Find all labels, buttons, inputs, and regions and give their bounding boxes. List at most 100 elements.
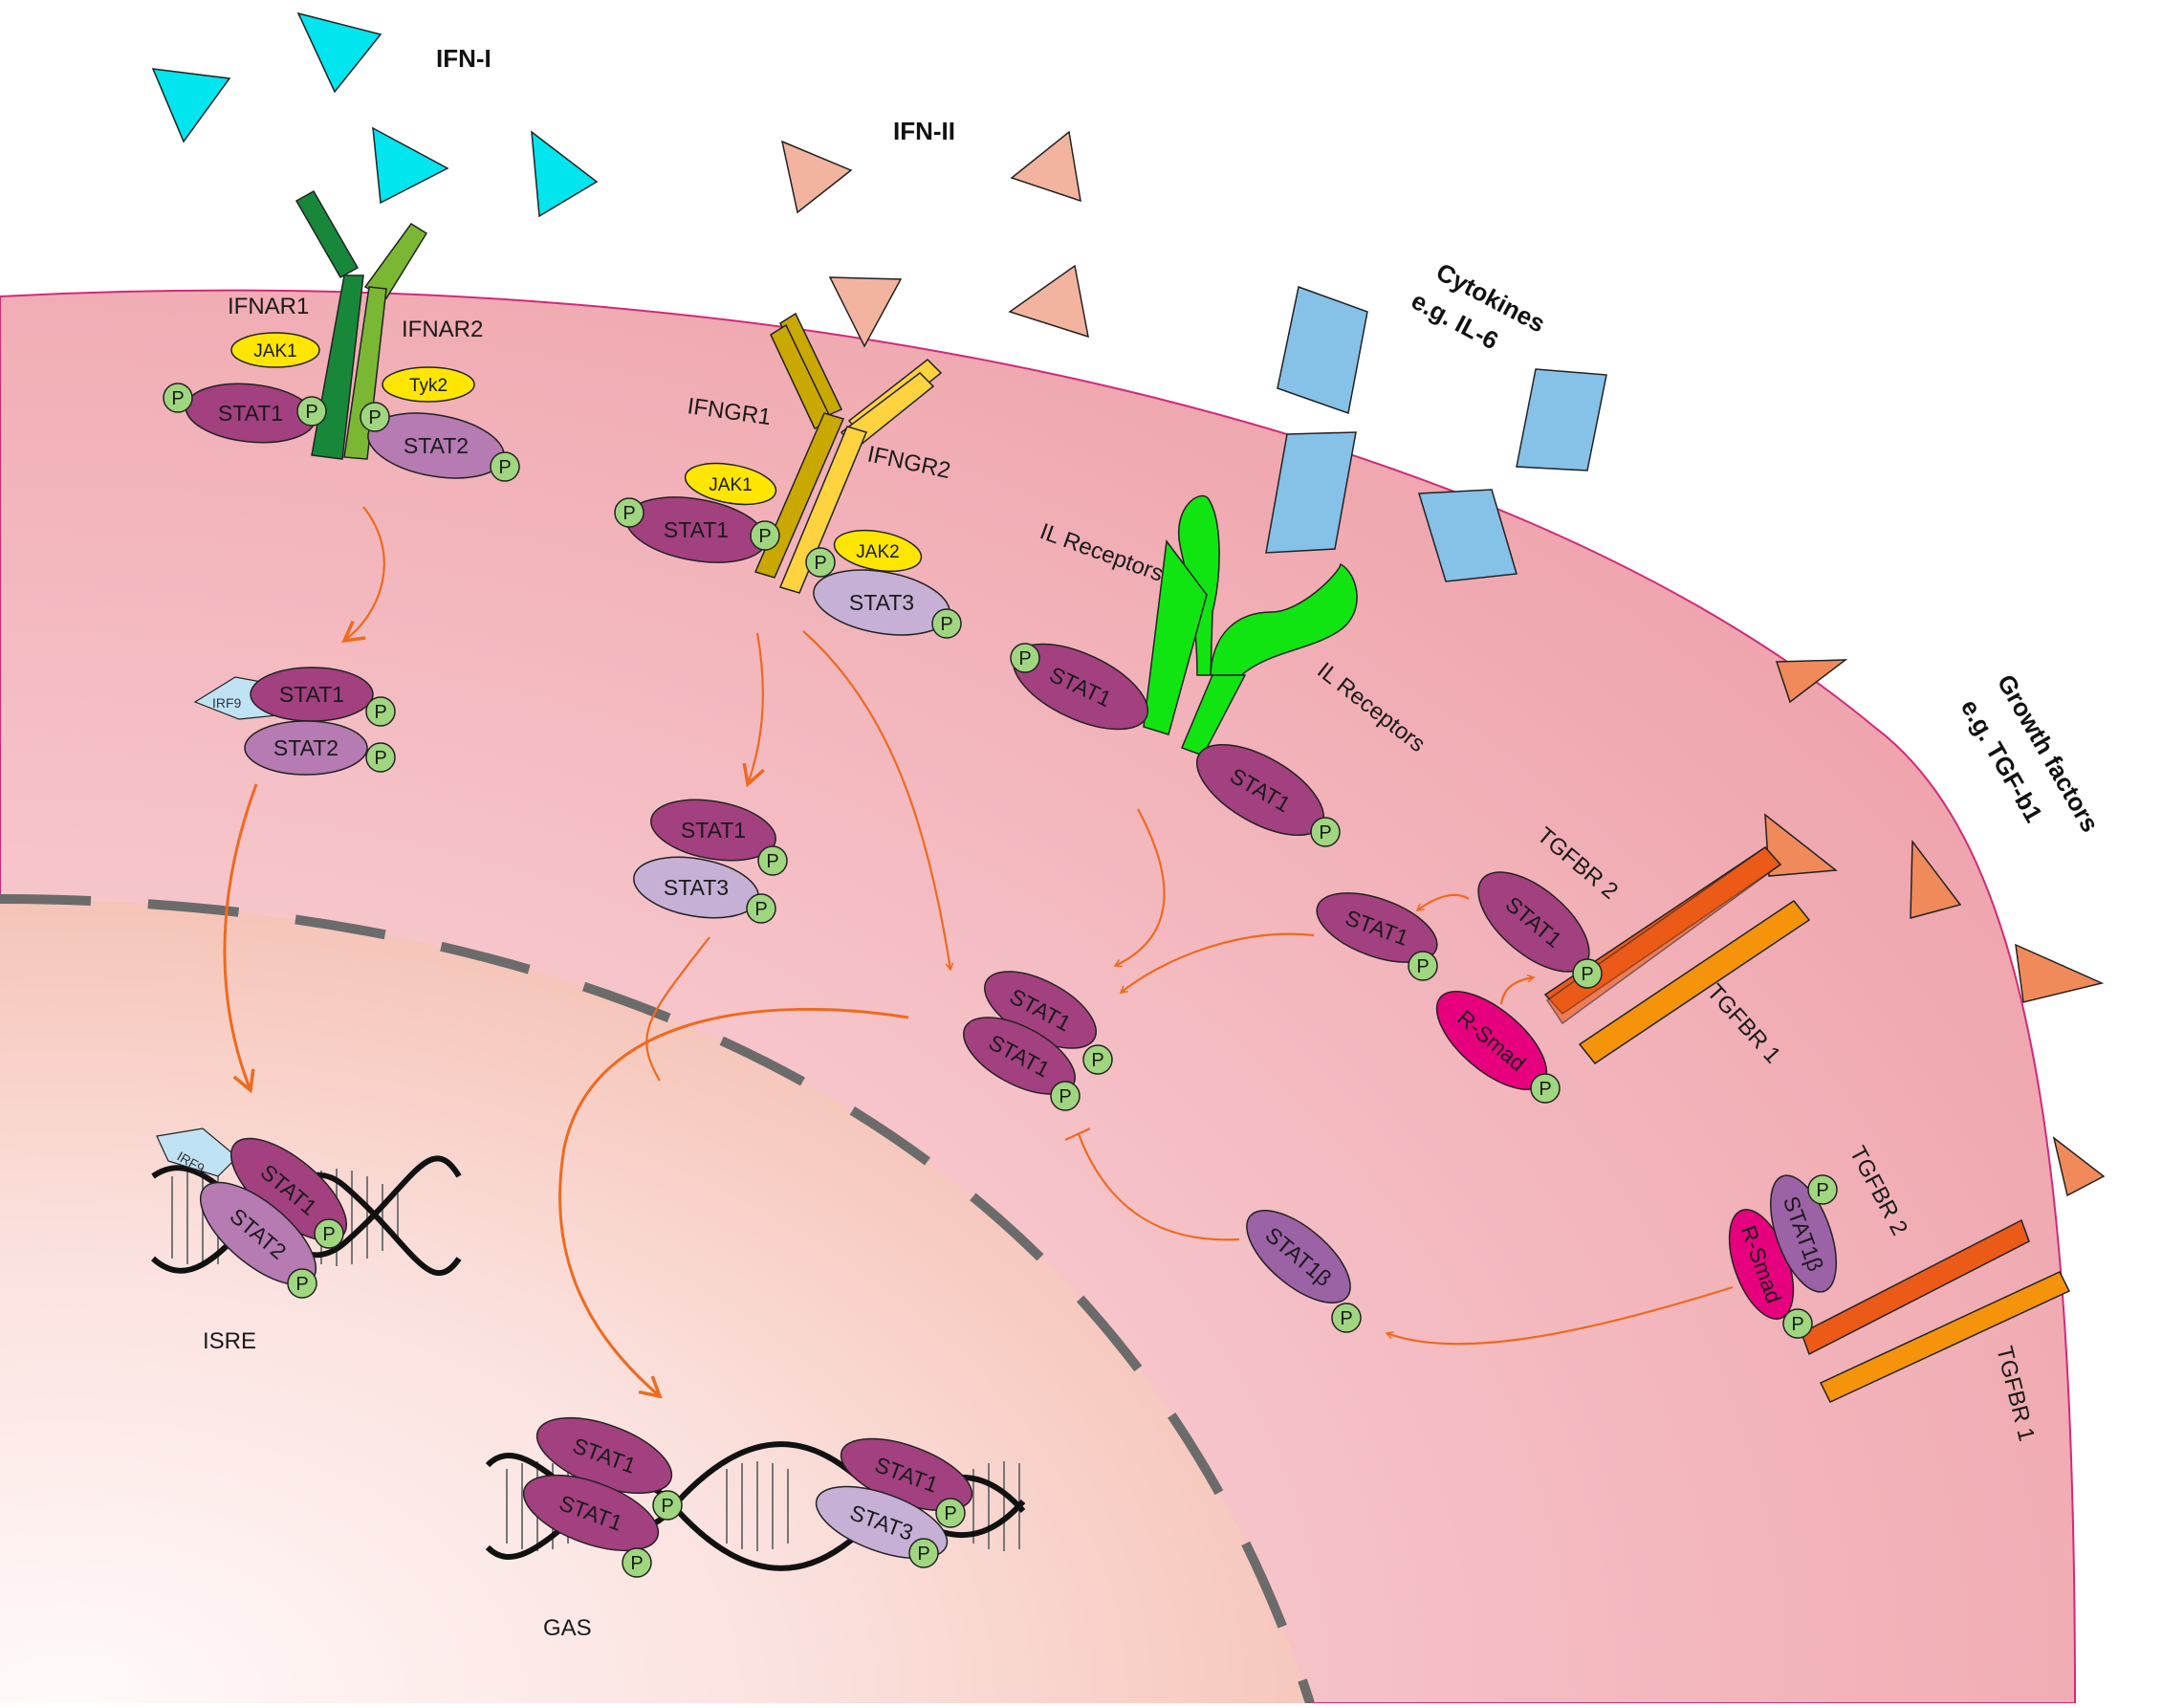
stat1-il-1: STAT1 <box>1012 643 1149 731</box>
arrow-rsmad-to-tgfbr <box>1499 977 1534 1005</box>
phosphate-16: P <box>1310 817 1341 847</box>
svg-text:P: P <box>305 402 317 423</box>
svg-text:P: P <box>374 748 386 769</box>
svg-text:JAK1: JAK1 <box>253 341 296 361</box>
phosphate-11: P <box>757 845 788 876</box>
svg-text:P: P <box>917 1544 929 1565</box>
stat1-ifnar: STAT1 <box>185 383 317 444</box>
svg-text:P: P <box>1416 956 1429 977</box>
svg-text:P: P <box>171 388 184 409</box>
growth-factor-ligands <box>1764 659 2106 1197</box>
stat1-homodimer-gas: STAT1 STAT1 <box>522 1416 673 1552</box>
stat1-stat2-dimer-cytoplasm: STAT1 STAT2 <box>244 667 374 776</box>
svg-text:P: P <box>754 899 767 920</box>
arrow-tgfbr-stat1-to-free <box>1417 893 1470 910</box>
phosphate-3: P <box>360 402 390 432</box>
stat1-homodimer-cytoplasm: STAT1 STAT1 <box>963 971 1097 1095</box>
svg-text:P: P <box>814 553 826 574</box>
phosphate-21: P <box>1807 1174 1838 1205</box>
svg-text:P: P <box>758 526 771 547</box>
stat1-stat3-dimer-cytoplasm: STAT1 STAT3 <box>633 799 776 919</box>
svg-text:P: P <box>940 614 952 635</box>
phosphate-17: P <box>1408 951 1438 981</box>
tgfbr2-receptor-lower <box>1801 1218 2030 1356</box>
svg-text:P: P <box>1059 1086 1071 1107</box>
phosphate-18: P <box>1572 958 1603 989</box>
jak1-ifngr: JAK1 <box>684 462 777 506</box>
svg-text:STAT3: STAT3 <box>849 590 914 615</box>
phosphate-8: P <box>931 608 962 639</box>
svg-text:P: P <box>1816 1180 1828 1201</box>
svg-text:P: P <box>368 407 381 428</box>
phosphate-25: P <box>652 1490 683 1521</box>
phosphate-20: P <box>1782 1308 1813 1339</box>
arrow-tgfbr-to-stat1b <box>1387 1285 1734 1346</box>
isre-label: ISRE <box>203 1328 256 1354</box>
arrow-homodimer-to-gas <box>558 1007 909 1399</box>
svg-text:P: P <box>295 1274 308 1295</box>
svg-text:JAK1: JAK1 <box>709 475 752 495</box>
phosphate-24: P <box>287 1268 317 1299</box>
phosphate-7: P <box>805 547 836 578</box>
svg-text:Tyk2: Tyk2 <box>409 376 448 396</box>
svg-text:STAT2: STAT2 <box>273 735 338 760</box>
ifnar1-label: IFNAR1 <box>228 294 309 319</box>
tyk2-ifnar: Tyk2 <box>382 366 475 403</box>
svg-text:P: P <box>498 457 511 478</box>
svg-text:P: P <box>374 702 386 723</box>
ifnar2-receptor <box>343 222 428 460</box>
svg-text:IRF9: IRF9 <box>212 695 242 711</box>
ifn-i-ligands <box>151 11 599 218</box>
phosphate-9: P <box>365 696 396 727</box>
svg-text:P: P <box>1018 648 1031 669</box>
stat1-stat3-dimer-gas: STAT1 STAT3 <box>815 1437 973 1560</box>
arrow-il-to-homodimer <box>1115 808 1166 966</box>
svg-text:P: P <box>944 1503 956 1524</box>
tgfbr2-receptor-upper <box>1543 846 1782 1025</box>
svg-text:JAK2: JAK2 <box>856 542 899 562</box>
tgfbr1-receptor-upper <box>1578 899 1811 1065</box>
stat2-ifnar: STAT2 <box>367 412 505 479</box>
inhibit-stat1b-homodimer <box>1077 1133 1240 1241</box>
inhibit-bar <box>1064 1128 1091 1141</box>
svg-text:STAT1: STAT1 <box>218 401 283 426</box>
stat1-il-2: STAT1 <box>1195 743 1325 837</box>
phosphate-22: P <box>1331 1303 1362 1333</box>
il-receptor <box>1143 494 1358 756</box>
phosphate-19: P <box>1530 1073 1561 1104</box>
phosphate-10: P <box>365 742 396 773</box>
svg-text:P: P <box>322 1224 335 1245</box>
svg-text:P: P <box>1319 822 1331 843</box>
gas-label: GAS <box>543 1615 592 1641</box>
svg-text:P: P <box>766 851 778 872</box>
stat3-ifngr: STAT3 <box>813 569 950 636</box>
phosphate-15: P <box>1010 643 1040 673</box>
arrow-stat1-stat2-to-isre <box>223 783 258 1094</box>
svg-text:P: P <box>1581 964 1593 985</box>
phosphate-26: P <box>622 1547 652 1578</box>
svg-text:P: P <box>1539 1079 1551 1100</box>
svg-text:STAT2: STAT2 <box>404 433 469 458</box>
svg-text:P: P <box>661 1496 673 1517</box>
jak1-ifnar: JAK1 <box>230 332 320 368</box>
nucleus <box>0 899 1310 1703</box>
phosphate-14: P <box>1050 1081 1081 1111</box>
phosphate-13: P <box>1082 1044 1113 1075</box>
arrow-ifngr-to-stat1-stat3 <box>742 632 765 788</box>
phosphate-27: P <box>935 1498 966 1528</box>
phosphate-2: P <box>296 396 327 427</box>
phosphate-4: P <box>490 451 520 482</box>
svg-text:P: P <box>1340 1308 1352 1329</box>
svg-text:STAT1: STAT1 <box>664 517 729 542</box>
cytokine-ligands <box>1265 286 1607 582</box>
arrow-ifngr-to-homodimer <box>802 630 950 970</box>
svg-text:STAT3: STAT3 <box>664 875 729 900</box>
stat1-free-cytoplasm: STAT1 <box>1316 892 1438 963</box>
phosphate-5: P <box>614 497 644 528</box>
phosphate-6: P <box>750 520 780 551</box>
phosphate-12: P <box>746 893 776 924</box>
svg-text:P: P <box>622 503 635 524</box>
